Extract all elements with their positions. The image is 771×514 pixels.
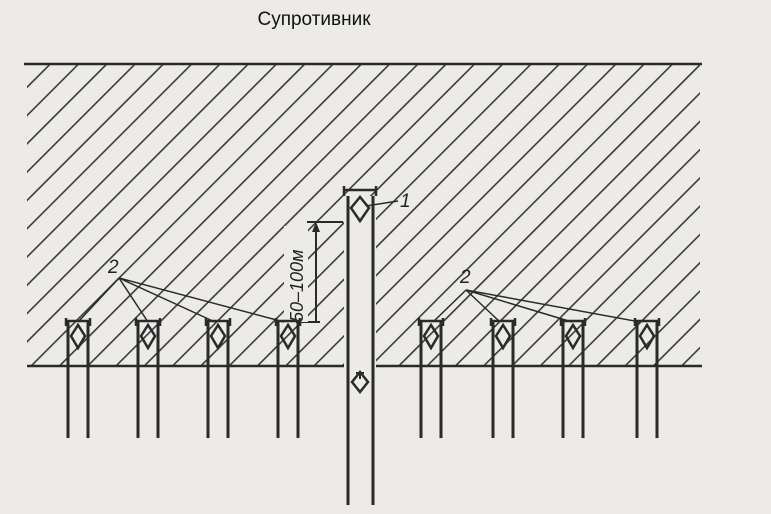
unit-5 [417, 318, 445, 438]
forward-element-1 [342, 186, 378, 506]
unit-4 [274, 318, 302, 438]
label-2-left: 2 [107, 257, 119, 278]
distance-dimension [284, 221, 343, 323]
leader-1 [365, 200, 399, 207]
unit-8 [633, 318, 661, 438]
leaders-2-right [432, 289, 641, 323]
enemy-title: Супротивник [257, 9, 371, 30]
unit-1 [64, 318, 92, 438]
label-1: 1 [400, 191, 411, 212]
leaders-2-left [77, 277, 285, 323]
unit-3 [204, 318, 232, 438]
unit-2 [134, 318, 162, 438]
unit-7 [559, 318, 587, 438]
label-2-right: 2 [459, 267, 471, 288]
units-group [64, 318, 661, 438]
distance-label: 50–100м [287, 250, 307, 322]
unit-6 [489, 318, 517, 438]
